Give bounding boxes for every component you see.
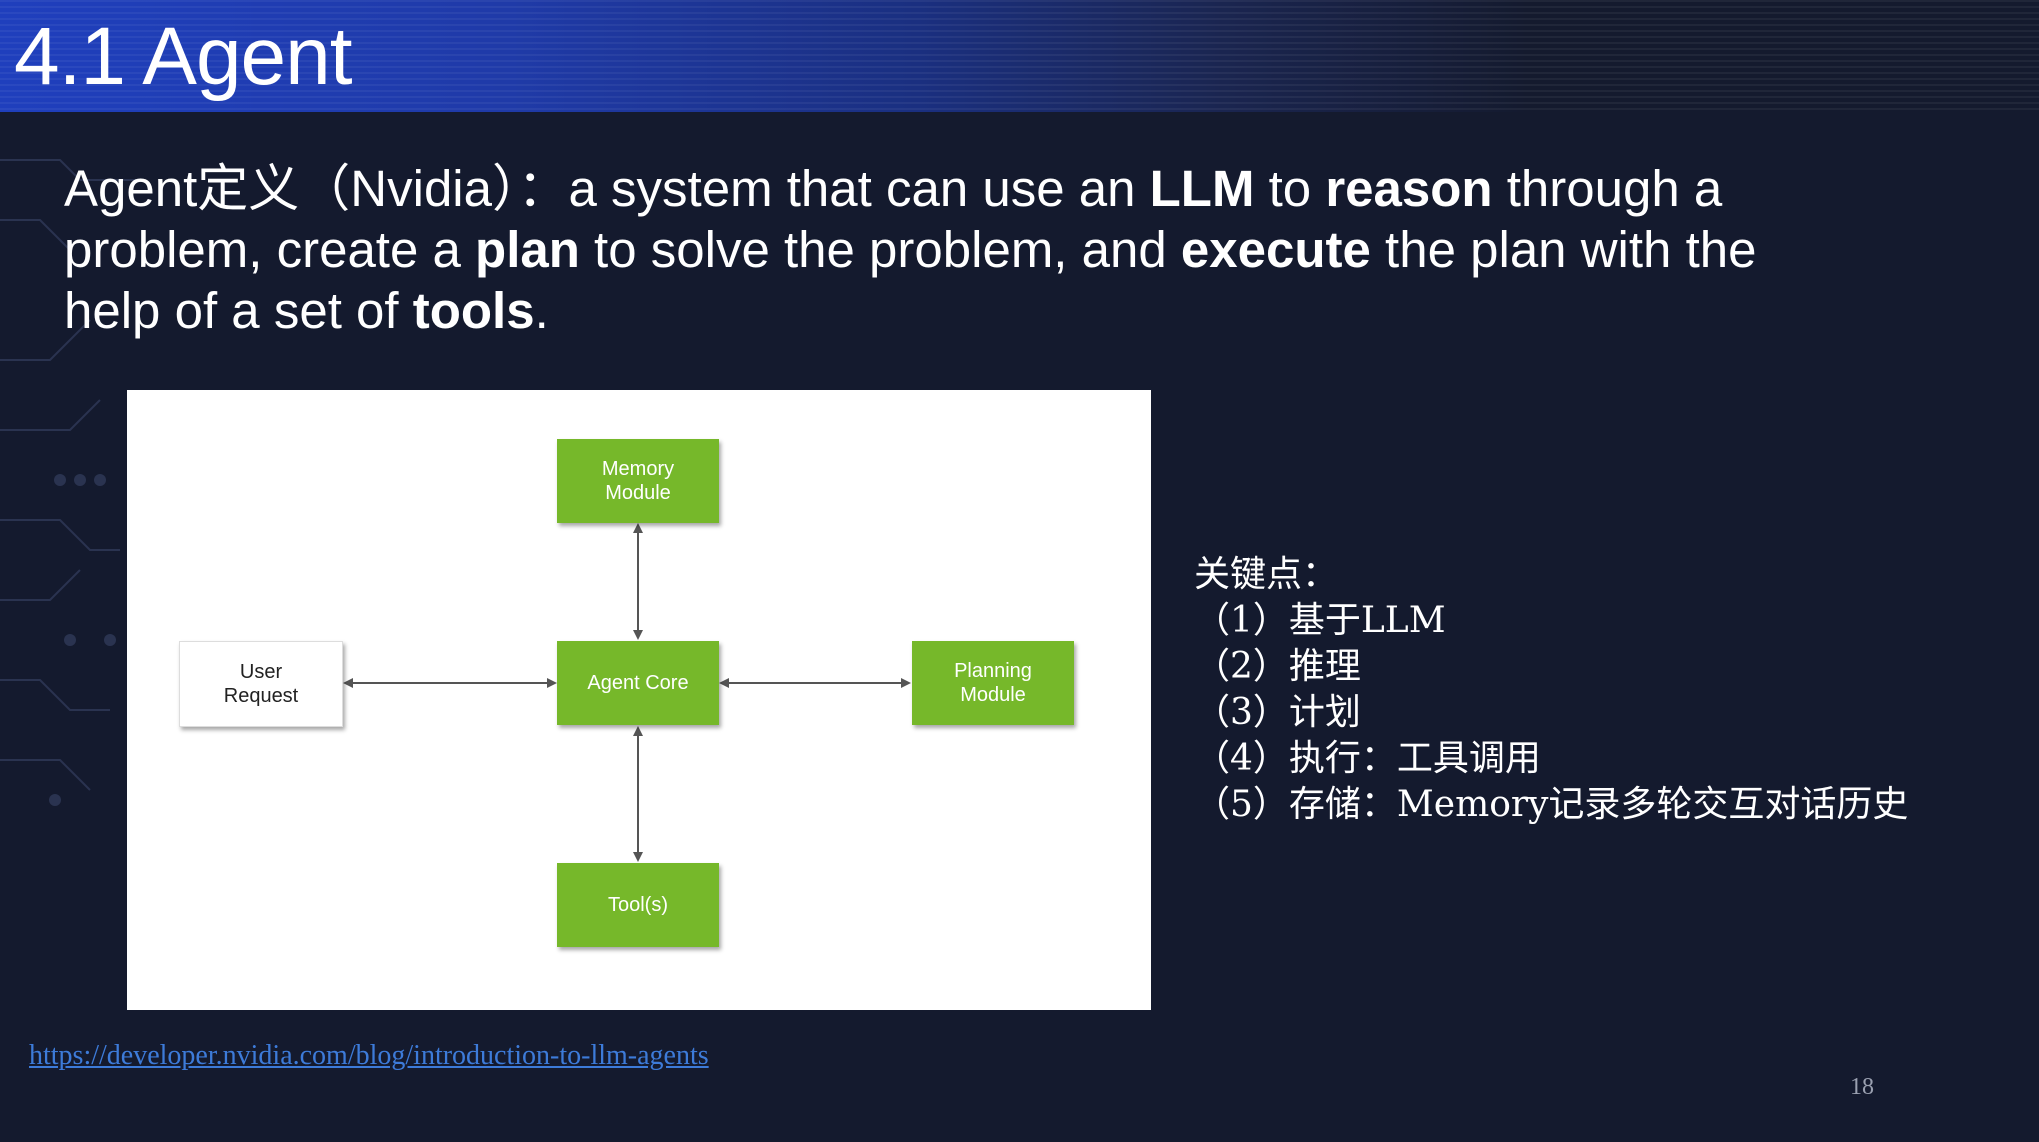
definition-text: through a problem, create a (64, 160, 1723, 278)
agent-core-node: Agent Core (557, 641, 719, 725)
agent-architecture-diagram: Memory Module User Request Agent Core Pl… (127, 390, 1151, 1010)
definition-bold-reason: reason (1325, 160, 1493, 217)
definition-text: the plan with the help of a set of (64, 221, 1757, 339)
memory-module-node: Memory Module (557, 439, 719, 523)
key-point-item: （5）存储：Memory记录多轮交互对话历史 (1194, 784, 1909, 825)
page-number: 18 (1850, 1074, 1874, 1100)
title-bar: 4.1 Agent (0, 0, 2039, 112)
key-points: 关键点： （1）基于LLM （2）推理 （3）计划 （4）执行：工具调用 （5）… (1194, 552, 1914, 828)
definition-bold-llm: LLM (1149, 160, 1255, 217)
diagram-arrows (343, 523, 911, 862)
source-link[interactable]: https://developer.nvidia.com/blog/introd… (29, 1040, 709, 1071)
definition-text: . (534, 282, 549, 339)
circuit-decoration (0, 159, 140, 806)
definition-text: Agent定义（Nvidia）：a system that can use an (64, 160, 1150, 217)
key-point-item: （2）推理 (1194, 646, 1361, 687)
definition-bold-plan: plan (475, 221, 580, 278)
definition-bold-tools: tools (412, 282, 535, 339)
key-point-item: （1）基于LLM (1194, 600, 1446, 641)
planning-module-node: Planning Module (912, 641, 1074, 725)
key-point-item: （4）执行：工具调用 (1194, 738, 1541, 779)
user-request-node: User Request (179, 641, 343, 727)
definition-text: to (1254, 160, 1326, 217)
definition-text: to solve the problem, and (579, 221, 1181, 278)
agent-definition: Agent定义（Nvidia）：a system that can use an… (64, 158, 1784, 341)
tools-node: Tool(s) (557, 863, 719, 947)
definition-bold-execute: execute (1180, 221, 1371, 278)
key-point-item: （3）计划 (1194, 692, 1361, 733)
key-points-heading: 关键点： (1194, 554, 1339, 595)
slide-title: 4.1 Agent (14, 11, 353, 102)
